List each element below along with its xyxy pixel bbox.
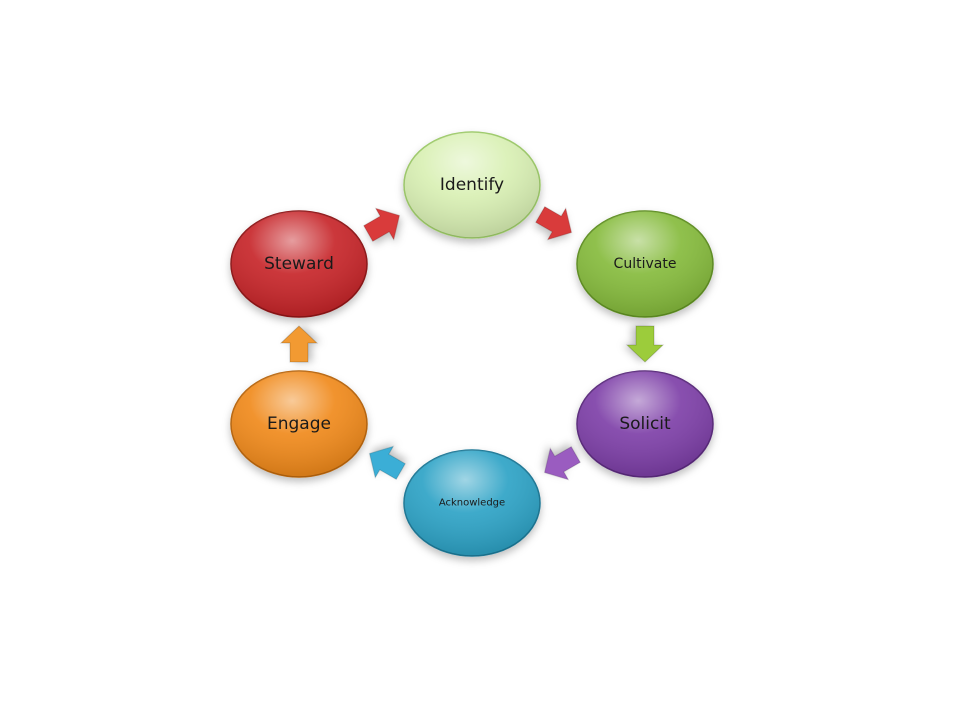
node-engage-label: Engage <box>267 414 331 434</box>
node-identify-label: Identify <box>440 175 504 195</box>
arrow-acknowledge-to-engage <box>368 445 406 480</box>
node-cultivate-gloss <box>577 211 713 317</box>
node-steward-label: Steward <box>264 254 334 274</box>
node-cultivate-label: Cultivate <box>614 256 677 272</box>
node-cultivate: Cultivate <box>576 210 714 318</box>
node-solicit-gloss <box>577 371 713 477</box>
arrow-steward-to-identify <box>363 207 401 242</box>
node-identify-gloss <box>404 132 540 238</box>
node-solicit-label: Solicit <box>619 414 671 434</box>
arrow-solicit-to-acknowledge <box>543 446 581 481</box>
node-engage-gloss <box>231 371 367 477</box>
node-identify: Identify <box>403 131 541 239</box>
arrows-layer <box>279 206 665 481</box>
node-solicit: Solicit <box>576 370 714 478</box>
node-steward: Steward <box>230 210 368 318</box>
node-engage: Engage <box>230 370 368 478</box>
node-steward-gloss <box>231 211 367 317</box>
arrow-cultivate-to-solicit <box>625 325 665 363</box>
node-acknowledge: Acknowledge <box>403 449 541 557</box>
node-acknowledge-gloss <box>404 450 540 556</box>
arrow-engage-to-steward <box>279 325 319 363</box>
node-acknowledge-label: Acknowledge <box>439 498 505 509</box>
arrow-identify-to-cultivate <box>535 206 573 241</box>
